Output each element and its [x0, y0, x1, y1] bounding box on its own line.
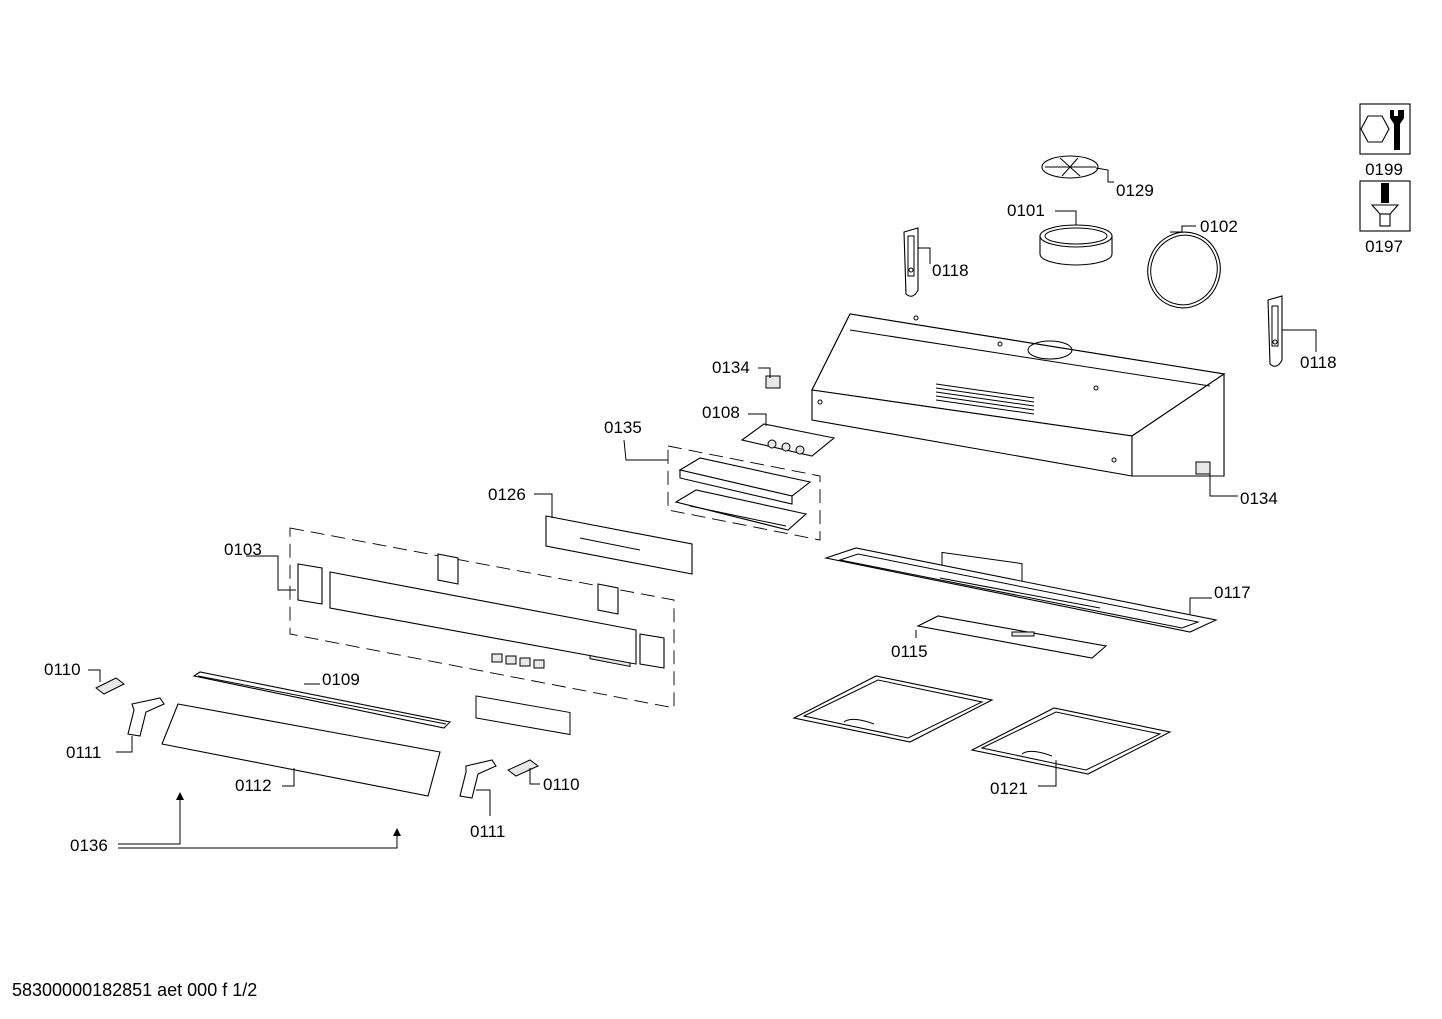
part-0136-screws — [118, 792, 401, 849]
label-0126: 0126 — [488, 485, 526, 504]
label-0118-left: 0118 — [932, 261, 969, 280]
part-0129-grid — [1041, 155, 1114, 183]
label-0101: 0101 — [1007, 201, 1045, 220]
part-0110-clip-right — [507, 759, 540, 785]
label-0134-upper: 0134 — [712, 358, 750, 377]
label-0108: 0108 — [702, 403, 740, 422]
label-0121: 0121 — [990, 779, 1028, 798]
nut-wrench-icon — [1359, 103, 1411, 155]
label-0111-right: 0111 — [470, 822, 505, 841]
label-0111-left: 0111 — [66, 743, 101, 762]
part-0103-front-frame — [246, 527, 675, 736]
part-0117-filter-frame — [823, 547, 1218, 633]
label-0110-left: 0110 — [44, 660, 81, 679]
label-0110-right: 0110 — [543, 775, 580, 794]
part-0121-grease-filter-right — [970, 707, 1172, 787]
part-0118-bracket-left — [903, 227, 931, 297]
part-0118-bracket-right — [1267, 295, 1317, 367]
label-0109: 0109 — [322, 670, 360, 689]
label-0112: 0112 — [235, 776, 272, 795]
part-0112-glass-visor — [161, 703, 441, 797]
part-0101-collar — [1039, 210, 1113, 266]
label-0134-lower: 0134 — [1240, 489, 1278, 508]
label-0136: 0136 — [70, 836, 108, 855]
part-0111-endcap-right — [459, 759, 497, 816]
label-0118-right: 0118 — [1300, 353, 1337, 372]
part-0134-clip-upper — [758, 367, 781, 389]
label-0103: 0103 — [224, 540, 262, 559]
hood-body — [811, 313, 1226, 589]
label-0102: 0102 — [1200, 217, 1238, 236]
part-0108-control-board — [740, 413, 836, 457]
document-id-footer: 58300000182851 aet 000 f 1/2 — [12, 980, 258, 1000]
part-0134-clip-lower — [1195, 461, 1238, 497]
part-0102-seal-ring — [1147, 225, 1221, 309]
label-0115: 0115 — [891, 642, 928, 661]
label-0117: 0117 — [1214, 583, 1251, 602]
part-0109-trim-strip — [192, 671, 452, 729]
part-0135-housing — [623, 439, 821, 541]
label-0129: 0129 — [1116, 181, 1154, 200]
label-0199: 0199 — [1365, 160, 1403, 179]
screwdriver-screw-icon — [1359, 180, 1411, 232]
part-0115-light-cover — [915, 615, 1108, 659]
label-0135: 0135 — [604, 418, 642, 437]
part-0121-grease-filter-left — [792, 675, 994, 743]
part-0111-endcap-left — [116, 697, 165, 753]
label-0197: 0197 — [1365, 237, 1403, 256]
part-0110-clip-left — [88, 669, 125, 695]
